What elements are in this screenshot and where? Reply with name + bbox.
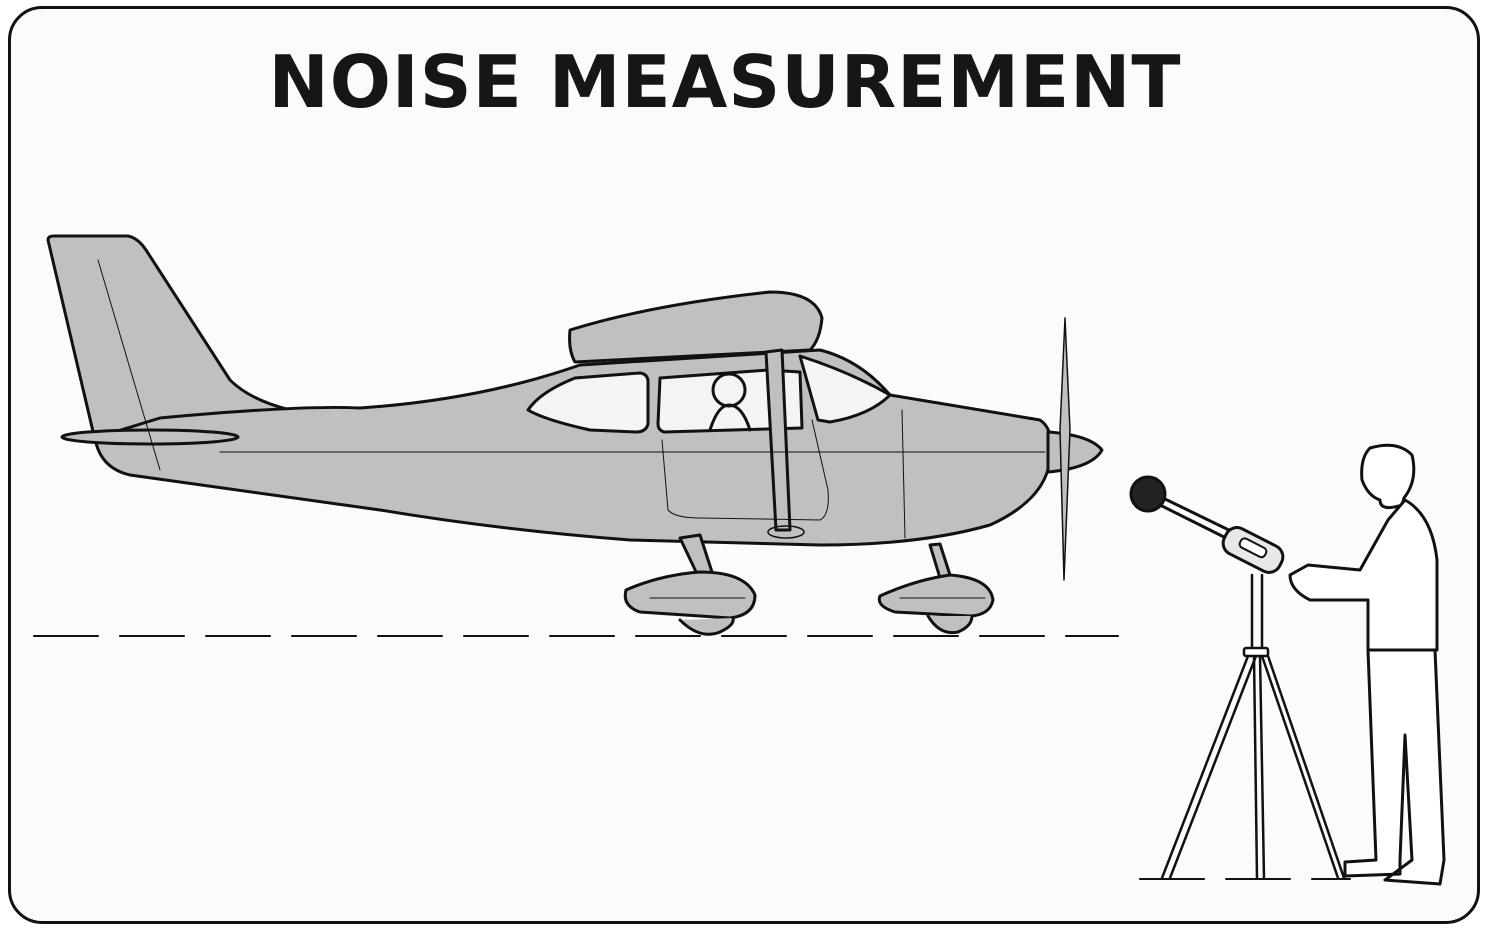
person <box>1288 443 1446 886</box>
tripod <box>1160 573 1346 880</box>
airplane <box>46 234 1104 636</box>
airplane-detail-lines <box>97 259 1046 599</box>
page-title: NOISE MEASUREMENT <box>268 40 1182 124</box>
sound-level-meter <box>1129 475 1285 574</box>
microphone-icon <box>1129 475 1167 513</box>
ground-line <box>33 635 1351 880</box>
